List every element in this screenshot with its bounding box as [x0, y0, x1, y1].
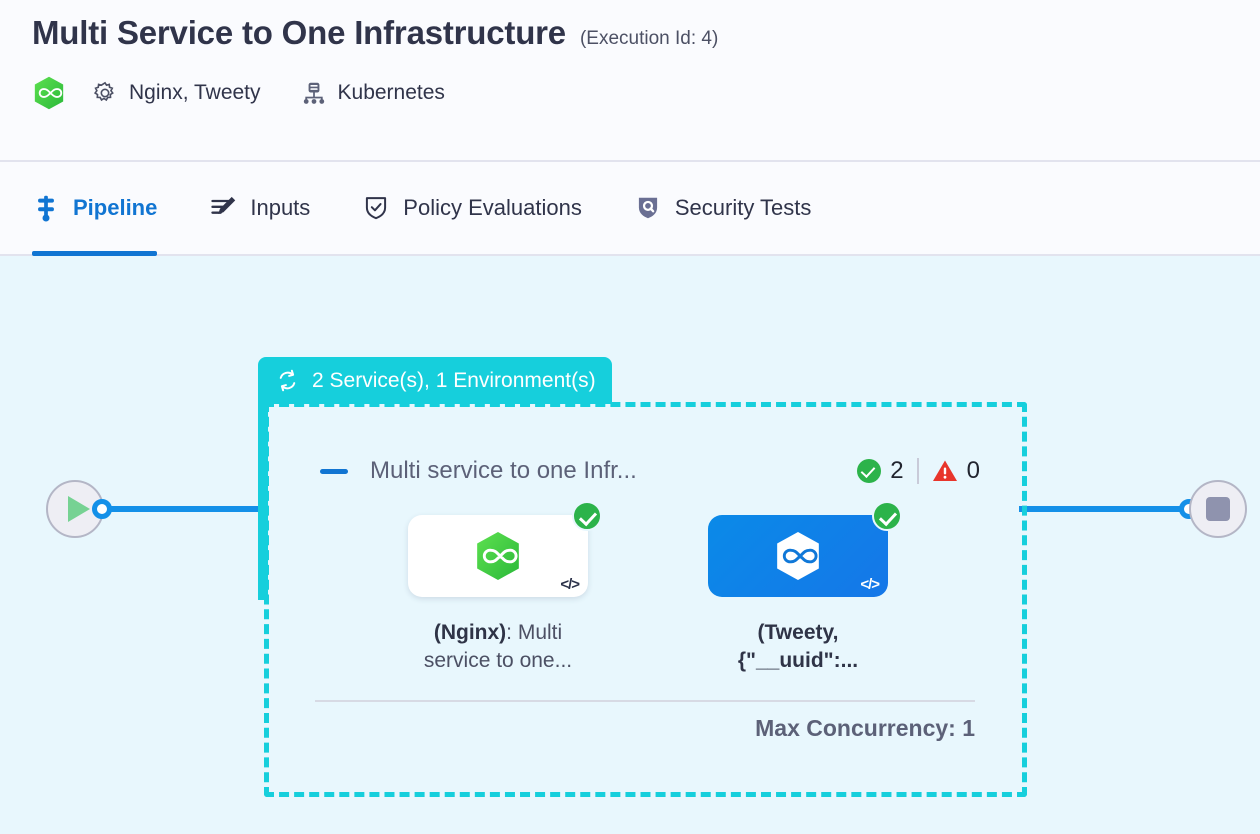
hexagon-infinity-logo	[473, 531, 523, 581]
error-count: 0	[966, 457, 980, 484]
gear-icon	[92, 80, 118, 106]
pipeline-canvas: 2 Service(s), 1 Environment(s) Multi ser…	[0, 256, 1260, 834]
success-check-icon	[572, 501, 602, 531]
success-count: 2	[890, 457, 904, 484]
connector-line-left	[108, 506, 268, 512]
connector-line-right	[1019, 506, 1184, 512]
success-check-icon	[857, 459, 882, 483]
service-group: 2 Service(s), 1 Environment(s) Multi ser…	[258, 357, 1027, 797]
tab-pipeline[interactable]: Pipeline	[32, 162, 181, 256]
stop-icon	[1206, 497, 1230, 521]
service-card-nginx-label-bold: (Nginx)	[433, 621, 507, 644]
infrastructure-node-icon	[301, 80, 327, 106]
shield-security-icon	[634, 194, 662, 222]
page-title: Multi Service to One Infrastructure	[32, 14, 566, 51]
group-left-accent-bar	[258, 400, 268, 600]
inputs-edit-icon	[209, 194, 237, 222]
hexagon-infinity-logo	[32, 76, 66, 110]
group-body	[264, 402, 1027, 797]
success-check-icon	[872, 501, 902, 531]
tab-security-tests[interactable]: Security Tests	[634, 162, 836, 254]
execution-id: (Execution Id: 4)	[579, 28, 719, 49]
group-footer-divider	[315, 700, 975, 702]
warning-triangle-icon	[932, 459, 958, 483]
max-concurrency-label: Max Concurrency: 1	[755, 715, 975, 741]
pipeline-icon	[32, 194, 60, 222]
hexagon-infinity-logo-white	[773, 531, 823, 581]
services-list: Nginx, Tweety	[129, 81, 261, 104]
service-cards: </> (Nginx): Multi service to one... </>…	[408, 501, 902, 676]
services-meta: Nginx, Tweety	[92, 80, 261, 106]
tab-pipeline-label: Pipeline	[73, 195, 158, 220]
service-card-tweety-label: (Tweety, {"__uuid":...	[737, 621, 859, 673]
group-tab-label: 2 Service(s), 1 Environment(s)	[312, 368, 596, 392]
code-brackets-icon[interactable]: </>	[560, 576, 580, 593]
group-tab[interactable]: 2 Service(s), 1 Environment(s)	[258, 357, 612, 404]
loop-repeat-icon	[275, 368, 300, 393]
service-card-nginx: </> (Nginx): Multi service to one...	[408, 501, 602, 676]
play-icon	[67, 496, 90, 522]
shield-check-icon	[362, 194, 390, 222]
tab-policy-evaluations[interactable]: Policy Evaluations	[362, 162, 606, 254]
tab-inputs-label: Inputs	[250, 195, 311, 220]
service-card-nginx-tile[interactable]: </>	[408, 501, 602, 597]
service-card-tweety-tile[interactable]: </>	[708, 501, 902, 597]
service-card-tweety: </> (Tweety, {"__uuid":...	[708, 501, 902, 676]
infrastructure-meta: Kubernetes	[301, 80, 445, 106]
error-counter: 0	[932, 457, 980, 485]
service-card-nginx-label-rest: : Multi service to one...	[423, 621, 573, 673]
group-header-row: Multi service to one Infr... 2 0	[320, 457, 980, 485]
counter-divider	[916, 458, 919, 484]
infrastructure-name: Kubernetes	[337, 81, 445, 104]
code-brackets-icon[interactable]: </>	[860, 576, 880, 593]
tab-bar: Pipeline Inputs Policy Evaluations	[0, 162, 1260, 256]
service-card-nginx-label: (Nginx): Multi service to one...	[408, 619, 588, 676]
tab-security-tests-label: Security Tests	[674, 195, 812, 220]
collapse-minus-icon[interactable]	[320, 468, 348, 474]
tab-policy-evaluations-label: Policy Evaluations	[403, 195, 582, 220]
meta-row: Nginx, Tweety Kubernetes	[32, 76, 1260, 110]
success-counter: 2	[857, 457, 904, 485]
group-name: Multi service to one Infr...	[370, 457, 637, 484]
title-row: Multi Service to One Infrastructure (Exe…	[32, 14, 1260, 52]
end-node[interactable]	[1189, 480, 1247, 538]
group-counters: 2 0	[857, 457, 980, 485]
page-header: Multi Service to One Infrastructure (Exe…	[0, 0, 1260, 162]
tab-inputs[interactable]: Inputs	[209, 162, 334, 254]
